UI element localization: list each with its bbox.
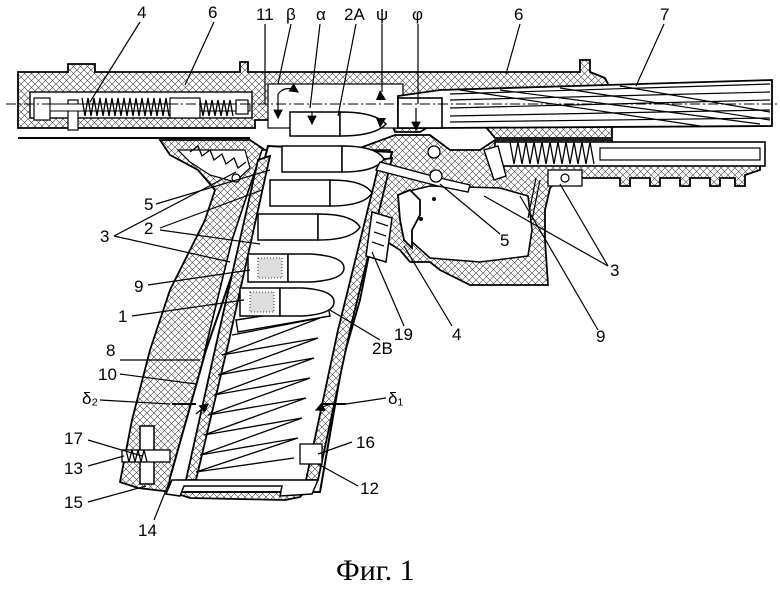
label-psi: ψ [376, 5, 388, 24]
label-3-left: 3 [100, 227, 109, 246]
special-cartridge-upper [248, 254, 344, 282]
label-3-right: 3 [610, 261, 619, 280]
label-19: 19 [394, 325, 413, 344]
stacked-cartridge [258, 214, 360, 240]
label-6-right: 6 [514, 5, 523, 24]
label-9-left: 9 [134, 277, 143, 296]
label-delta1: δ₁ [388, 389, 403, 408]
figure-caption: Фиг. 1 [336, 554, 415, 587]
label-beta: β [286, 5, 296, 24]
label-9-right: 9 [596, 327, 605, 346]
label-12: 12 [360, 479, 379, 498]
label-5-left: 5 [144, 195, 153, 214]
label-15: 15 [64, 493, 83, 512]
label-4-bottom: 4 [452, 325, 461, 344]
label-alpha: α [316, 5, 326, 24]
label-2-left: 2 [144, 219, 153, 238]
special-cartridge-lower [240, 288, 334, 316]
label-11: 11 [256, 5, 274, 24]
label-10: 10 [98, 365, 117, 384]
label-delta2: δ₂ [82, 389, 98, 408]
stacked-cartridge [282, 146, 384, 172]
label-16: 16 [356, 433, 375, 452]
label-7: 7 [660, 5, 669, 24]
label-1: 1 [118, 307, 127, 326]
label-phi: φ [412, 5, 423, 24]
label-5-right: 5 [500, 231, 509, 250]
stacked-cartridge [270, 180, 372, 206]
label-13: 13 [64, 459, 83, 478]
label-14: 14 [138, 521, 157, 540]
label-2A: 2A [344, 5, 365, 24]
label-2B: 2B [372, 339, 393, 358]
label-17: 17 [64, 429, 83, 448]
label-4-top: 4 [137, 3, 146, 22]
label-6-left: 6 [208, 3, 217, 22]
label-8: 8 [106, 341, 115, 360]
